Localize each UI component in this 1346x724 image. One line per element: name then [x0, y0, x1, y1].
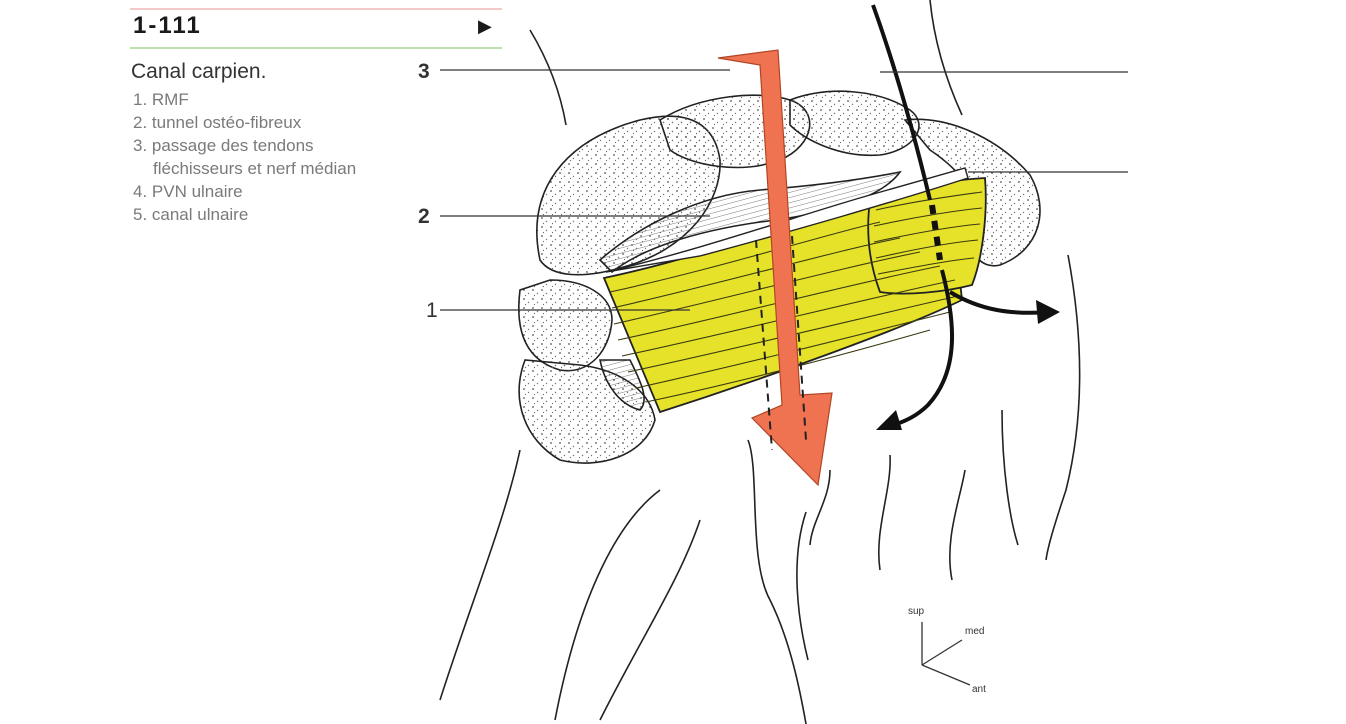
- median-nerve-arrow: [717, 49, 833, 487]
- legend-item: 1. RMF: [133, 90, 189, 109]
- legend-item: 3. passage des tendons: [133, 136, 314, 155]
- legend-item: 2. tunnel ostéo-fibreux: [133, 113, 302, 132]
- callout-1: 1: [426, 299, 438, 322]
- capitate: [789, 90, 920, 157]
- arrowheads: [876, 300, 1060, 430]
- distal-trapezium: [518, 279, 613, 372]
- legend-item-continuation: fléchisseurs et nerf médian: [153, 159, 357, 178]
- header-rule: [130, 47, 502, 49]
- callouts: 3 2 1: [418, 60, 1128, 322]
- lunate: [659, 94, 811, 169]
- top-divider: [130, 8, 502, 10]
- metacarpal-tendon: [599, 359, 645, 411]
- hand-outline: [439, 0, 1081, 724]
- figure-reference: 1-111: [133, 12, 202, 39]
- axis-label-sup: sup: [908, 606, 925, 617]
- carpal-bones: [518, 90, 1041, 464]
- triangle-right-icon[interactable]: ▶: [478, 16, 492, 36]
- tunnel-floor: [598, 170, 902, 274]
- axis-label-med: med: [965, 626, 984, 637]
- figure-title: Canal carpien.: [131, 60, 267, 83]
- legend-item: 4. PVN ulnaire: [133, 182, 243, 201]
- callout-3: 3: [418, 60, 430, 83]
- axis-label-ant: ant: [972, 684, 986, 695]
- legend-list: 1. RMF 2. tunnel ostéo-fibreux 3. passag…: [133, 88, 356, 226]
- legend-item: 5. canal ulnaire: [133, 205, 249, 224]
- callout-2: 2: [418, 205, 430, 228]
- orientation-axes: [921, 622, 971, 686]
